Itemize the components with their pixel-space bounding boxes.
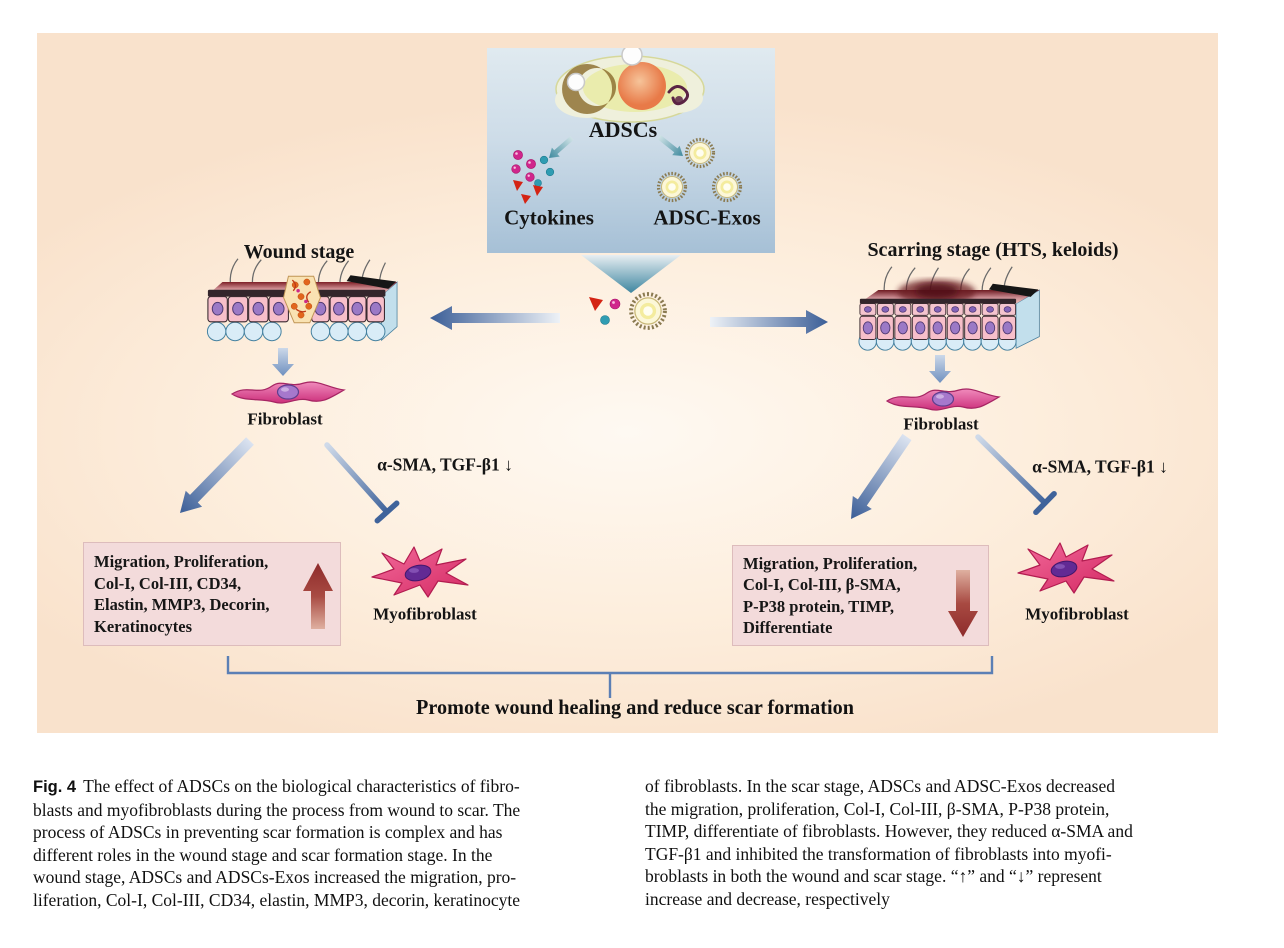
caption-text-right: of fibroblasts. In the scar stage, ADSCs…: [645, 776, 1133, 909]
arrow-fibroblast-to-box-left: [180, 437, 254, 513]
arrow-skin-to-fibroblast-right: [929, 355, 951, 383]
arrow-to-cytokines: [549, 136, 574, 158]
wound-gap-icon: [283, 275, 321, 324]
adsc-exos-label: ADSC-Exos: [653, 205, 761, 230]
arrow-to-exosomes: [657, 135, 683, 156]
cytokines-icon: [511, 150, 555, 204]
arrow-to-scar-stage: [710, 310, 828, 334]
arrow-to-wound-stage: [430, 306, 560, 330]
conclusion-text: Promote wound healing and reduce scar fo…: [416, 695, 854, 719]
wound-skin-icon: [206, 258, 398, 342]
funnel-icon: [581, 255, 681, 293]
adsc-cell-icon: [555, 48, 705, 123]
myofibroblast-right-icon: [1017, 542, 1115, 594]
arrow-skin-to-fibroblast-left: [272, 348, 294, 376]
scar-stage-title: Scarring stage (HTS, keloids): [867, 239, 1119, 261]
secreted-particles-icon: [589, 292, 667, 330]
scar-effects-box: Migration, Proliferation, Col-I, Col-III…: [732, 545, 989, 646]
scar-blob-icon: [897, 279, 976, 305]
myofibroblast-label-right: Myofibroblast: [1025, 604, 1129, 624]
caption-text-left: The effect of ADSCs on the biological ch…: [33, 776, 521, 910]
fibroblast-left-icon: [231, 381, 345, 404]
fibroblast-right-icon: [886, 388, 1000, 411]
wound-effects-text: Migration, Proliferation, Col-I, Col-III…: [94, 552, 270, 636]
caption-figure-label: Fig. 4: [33, 778, 77, 796]
bracket: [226, 656, 994, 698]
cytokines-label: Cytokines: [504, 205, 594, 230]
adsc-title: ADSCs: [588, 116, 658, 142]
inhibit-label-left: α-SMA, TGF-β1 ↓: [377, 454, 513, 475]
scar-effects-text: Migration, Proliferation, Col-I, Col-III…: [743, 553, 918, 638]
figure-panel: Migration, Proliferation, Col-I, Col-III…: [37, 33, 1218, 733]
myofibroblast-left-icon: [371, 546, 469, 598]
exosomes-icon: [656, 137, 743, 203]
scar-skin-icon: [858, 266, 1040, 351]
fibroblast-label-right: Fibroblast: [903, 414, 979, 434]
wound-stage-title: Wound stage: [243, 241, 355, 263]
wound-effects-box: Migration, Proliferation, Col-I, Col-III…: [83, 542, 341, 646]
fibroblast-label-left: Fibroblast: [247, 409, 323, 429]
arrow-fibroblast-to-box-right: [851, 433, 912, 519]
caption-column-right: of fibroblasts. In the scar stage, ADSCs…: [645, 775, 1220, 911]
inhibit-label-right: α-SMA, TGF-β1 ↓: [1032, 456, 1168, 477]
adsc-source-panel: ADSCs Cytokines ADSC-Exos: [487, 48, 775, 253]
myofibroblast-label-left: Myofibroblast: [373, 604, 477, 624]
